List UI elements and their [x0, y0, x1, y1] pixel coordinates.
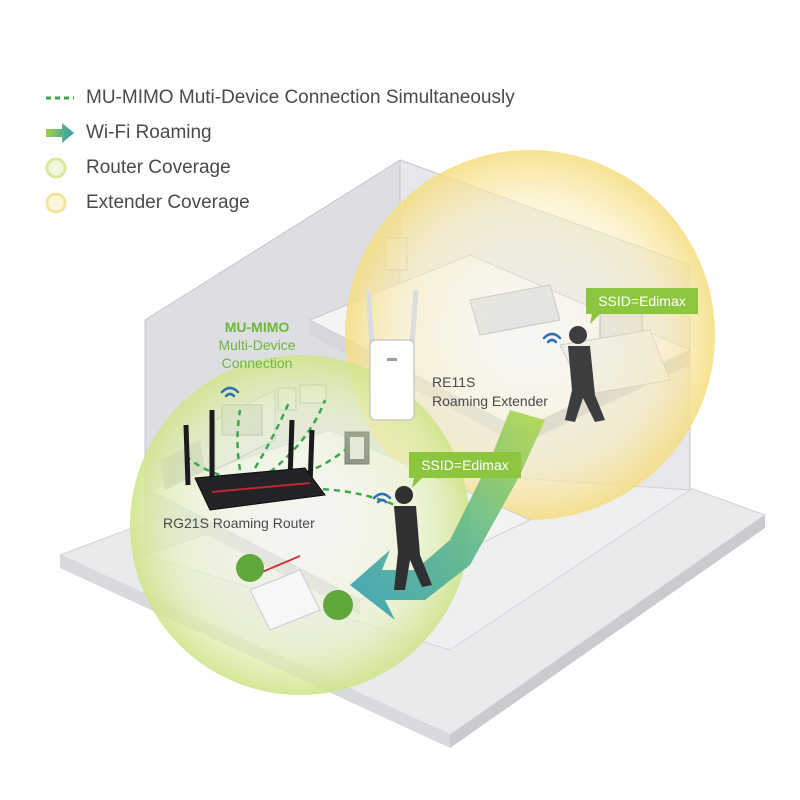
plant-icon: [236, 554, 264, 582]
ssid-upper-text: SSID=Edimax: [598, 293, 686, 309]
plant-icon: [323, 590, 353, 620]
router-label: RG21S Roaming Router: [163, 515, 315, 531]
ssid-lower-text: SSID=Edimax: [421, 457, 509, 473]
mu-mimo-label-line2: Multi-Device: [218, 337, 295, 353]
mu-mimo-label-line3: Connection: [222, 355, 293, 371]
extender-label-line2: Roaming Extender: [432, 393, 548, 409]
extender-body: [370, 340, 414, 420]
extender-label-line1: RE11S: [432, 374, 475, 390]
antenna: [186, 425, 188, 485]
mu-mimo-label-line1: MU-MIMO: [225, 319, 290, 335]
mu-mimo-label: MU-MIMO Multi-Device Connection: [218, 319, 295, 371]
